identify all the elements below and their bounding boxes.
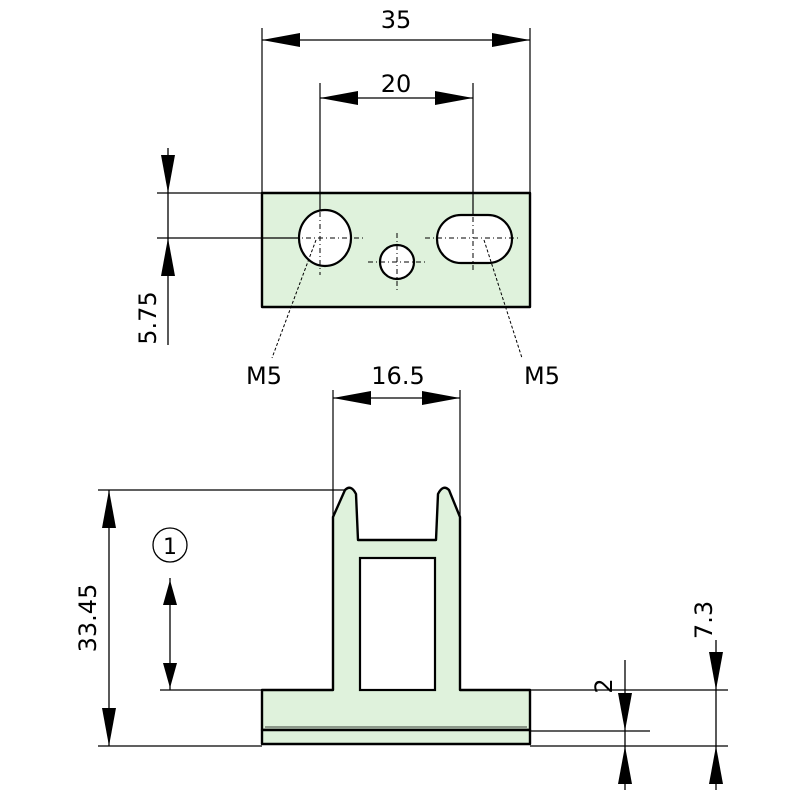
callout-number: 1 <box>163 535 177 560</box>
dim-7-3-label: 7.3 <box>690 601 718 639</box>
dim-35-label: 35 <box>381 6 412 34</box>
top-view: 35 20 5.75 M5 M5 <box>134 6 560 390</box>
dim-2-label: 2 <box>590 678 618 693</box>
body-window <box>358 556 437 692</box>
thread-label-right: M5 <box>524 362 560 390</box>
front-view: 16.5 33.45 1 7.3 2 <box>74 362 728 790</box>
callout-circle <box>152 527 188 563</box>
dim-16-5-label: 16.5 <box>371 362 424 390</box>
dim-33-45-label: 33.45 <box>74 584 102 653</box>
dim-5-75-label: 5.75 <box>134 291 162 344</box>
dim-20-label: 20 <box>381 70 412 98</box>
right-slot-hole <box>435 213 514 265</box>
base-strip <box>260 728 532 746</box>
thread-label-left: M5 <box>246 362 282 390</box>
